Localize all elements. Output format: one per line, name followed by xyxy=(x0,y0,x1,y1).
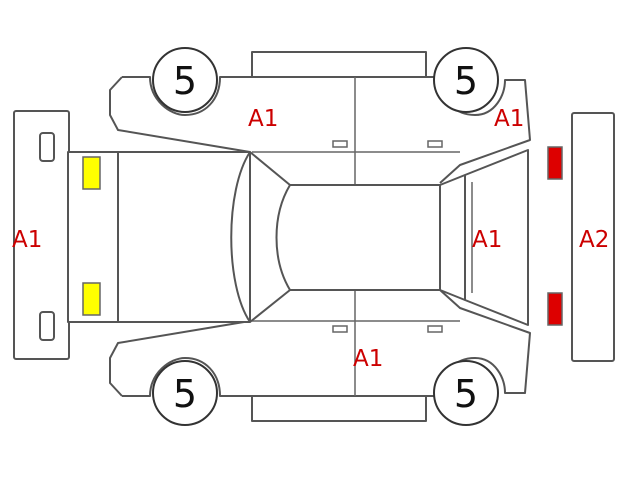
wheel-number: 5 xyxy=(173,372,197,416)
wheel-front-right: 5 xyxy=(152,360,218,426)
damage-label-front-bumper: A1 xyxy=(12,227,42,253)
damage-label-right-door: A1 xyxy=(353,346,383,372)
rear-bumper xyxy=(571,112,615,362)
wheel-number: 5 xyxy=(173,59,197,103)
wheel-rear-right: 5 xyxy=(433,360,499,426)
car-body xyxy=(67,149,529,326)
front-lamp-yellow xyxy=(82,156,101,190)
damage-label-left-front-panel: A1 xyxy=(248,106,278,132)
wheel-number: 5 xyxy=(454,59,478,103)
damage-label-rear-glass: A1 xyxy=(472,227,502,253)
rear-lamp-red xyxy=(547,146,563,180)
rear-lamp-red xyxy=(547,292,563,326)
damage-label-rear-bumper: A2 xyxy=(579,227,609,253)
front-lamp-yellow xyxy=(82,282,101,316)
top-side-panel xyxy=(109,51,531,185)
wheel-rear-left: 5 xyxy=(433,47,499,113)
damage-label-right-rear-quarter: A1 xyxy=(494,106,524,132)
wheel-number: 5 xyxy=(454,372,478,416)
wheel-front-left: 5 xyxy=(152,47,218,113)
